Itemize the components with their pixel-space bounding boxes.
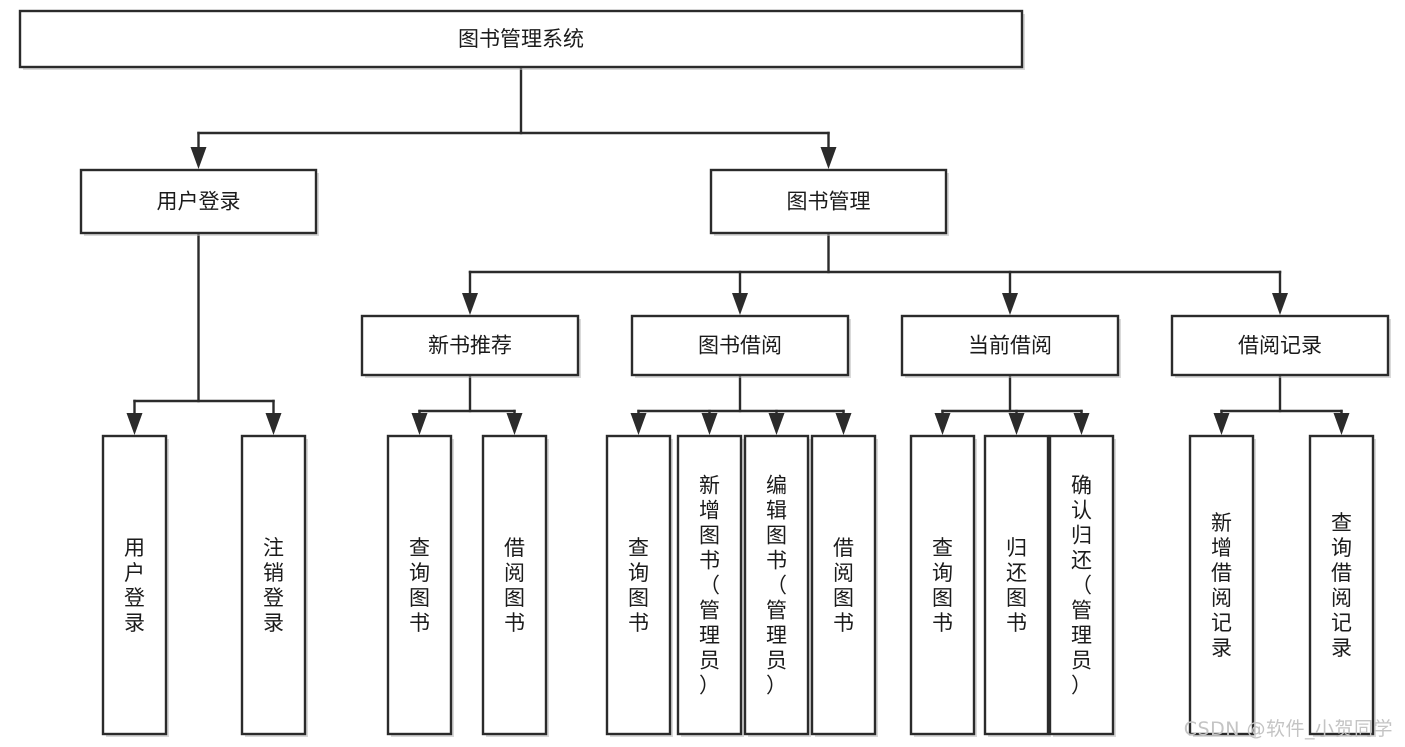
node-label: 借阅图书: [833, 536, 854, 635]
node-box[interactable]: [676, 434, 743, 736]
node-label: 确认归还（管理员）: [1071, 474, 1092, 698]
node-label: 查询图书: [932, 536, 953, 635]
node-leaf-confirm-return[interactable]: 确认归还（管理员）: [1048, 434, 1116, 737]
node-leaf-add-book[interactable]: 新增图书（管理员）: [676, 434, 744, 737]
node-box[interactable]: [709, 168, 948, 235]
node-label: 当前借阅: [968, 334, 1052, 358]
node-leaf-edit-book[interactable]: 编辑图书（管理员）: [743, 434, 811, 737]
node-box[interactable]: [983, 434, 1050, 736]
node-user-login[interactable]: 用户登录: [79, 168, 319, 236]
node-leaf-query-book-current[interactable]: 查询图书: [909, 434, 977, 737]
node-label: 归还图书: [1006, 536, 1027, 635]
arrow-head-icon: [732, 293, 748, 315]
arrow-head-icon: [265, 413, 282, 435]
node-leaf-add-borrow-record[interactable]: 新增借阅记录: [1188, 434, 1256, 737]
node-label: 借阅记录: [1238, 334, 1322, 358]
arrow-head-icon: [190, 147, 207, 169]
node-label: 图书管理: [787, 190, 871, 214]
node-box[interactable]: [1170, 314, 1390, 377]
node-leaf-query-book-borrow[interactable]: 查询图书: [605, 434, 673, 737]
node-label: 新增图书（管理员）: [699, 474, 720, 698]
node-box[interactable]: [360, 314, 580, 377]
node-leaf-query-borrow-record[interactable]: 查询借阅记录: [1308, 434, 1376, 737]
node-current-borrow[interactable]: 当前借阅: [900, 314, 1121, 378]
node-layer: 图书管理系统用户登录图书管理新书推荐图书借阅当前借阅借阅记录用户登录注销登录查询…: [18, 9, 1391, 737]
arrow-head-icon: [462, 293, 478, 315]
node-box[interactable]: [1308, 434, 1375, 736]
node-label: 编辑图书（管理员）: [766, 474, 787, 698]
node-label: 图书借阅: [698, 334, 782, 358]
node-borrow-record[interactable]: 借阅记录: [1170, 314, 1391, 378]
node-label: 新书推荐: [428, 334, 512, 358]
arrow-head-icon: [1073, 413, 1090, 435]
arrow-head-icon: [1333, 413, 1350, 435]
arrow-head-icon: [630, 413, 647, 435]
node-label: 查询图书: [628, 536, 649, 635]
arrow-head-icon: [506, 413, 523, 435]
arrow-head-icon: [411, 413, 428, 435]
node-label: 借阅图书: [504, 536, 525, 635]
node-box[interactable]: [1048, 434, 1115, 736]
connector-layer: [126, 65, 1350, 435]
node-box[interactable]: [1188, 434, 1255, 736]
arrow-head-icon: [835, 413, 852, 435]
node-box[interactable]: [481, 434, 548, 736]
arrow-head-icon: [1272, 293, 1288, 315]
node-root[interactable]: 图书管理系统: [18, 9, 1025, 70]
node-box[interactable]: [386, 434, 453, 736]
node-box[interactable]: [900, 314, 1120, 377]
arrow-head-icon: [1002, 293, 1018, 315]
arrow-head-icon: [1213, 413, 1230, 435]
node-leaf-borrow-book[interactable]: 借阅图书: [810, 434, 878, 737]
arrow-head-icon: [1008, 413, 1025, 435]
node-box[interactable]: [605, 434, 672, 736]
arrow-head-icon: [934, 413, 951, 435]
node-box[interactable]: [630, 314, 850, 377]
node-leaf-return-book[interactable]: 归还图书: [983, 434, 1051, 737]
arrow-head-icon: [768, 413, 785, 435]
node-leaf-logout[interactable]: 注销登录: [240, 434, 308, 737]
node-leaf-user-login[interactable]: 用户登录: [101, 434, 169, 737]
arrow-head-icon: [701, 413, 718, 435]
node-box[interactable]: [909, 434, 976, 736]
node-label: 新增借阅记录: [1211, 511, 1232, 660]
watermark-label: CSDN @软件_小贺同学: [1183, 718, 1393, 740]
node-box[interactable]: [810, 434, 877, 736]
node-new-book-recommend[interactable]: 新书推荐: [360, 314, 581, 378]
node-leaf-query-book-recommend[interactable]: 查询图书: [386, 434, 454, 737]
node-box[interactable]: [79, 168, 318, 235]
node-box[interactable]: [101, 434, 168, 736]
node-label: 图书管理系统: [458, 27, 584, 51]
node-label: 查询图书: [409, 536, 430, 635]
node-box[interactable]: [18, 9, 1024, 69]
node-label: 用户登录: [157, 190, 241, 214]
arrow-head-icon: [126, 413, 143, 435]
node-label: 注销登录: [263, 536, 284, 635]
node-box[interactable]: [743, 434, 810, 736]
node-label: 查询借阅记录: [1331, 511, 1352, 660]
node-box[interactable]: [240, 434, 307, 736]
node-book-management[interactable]: 图书管理: [709, 168, 949, 236]
node-book-borrow[interactable]: 图书借阅: [630, 314, 851, 378]
arrow-head-icon: [820, 147, 837, 169]
node-label: 用户登录: [124, 536, 145, 635]
node-leaf-borrow-book-recommend[interactable]: 借阅图书: [481, 434, 549, 737]
